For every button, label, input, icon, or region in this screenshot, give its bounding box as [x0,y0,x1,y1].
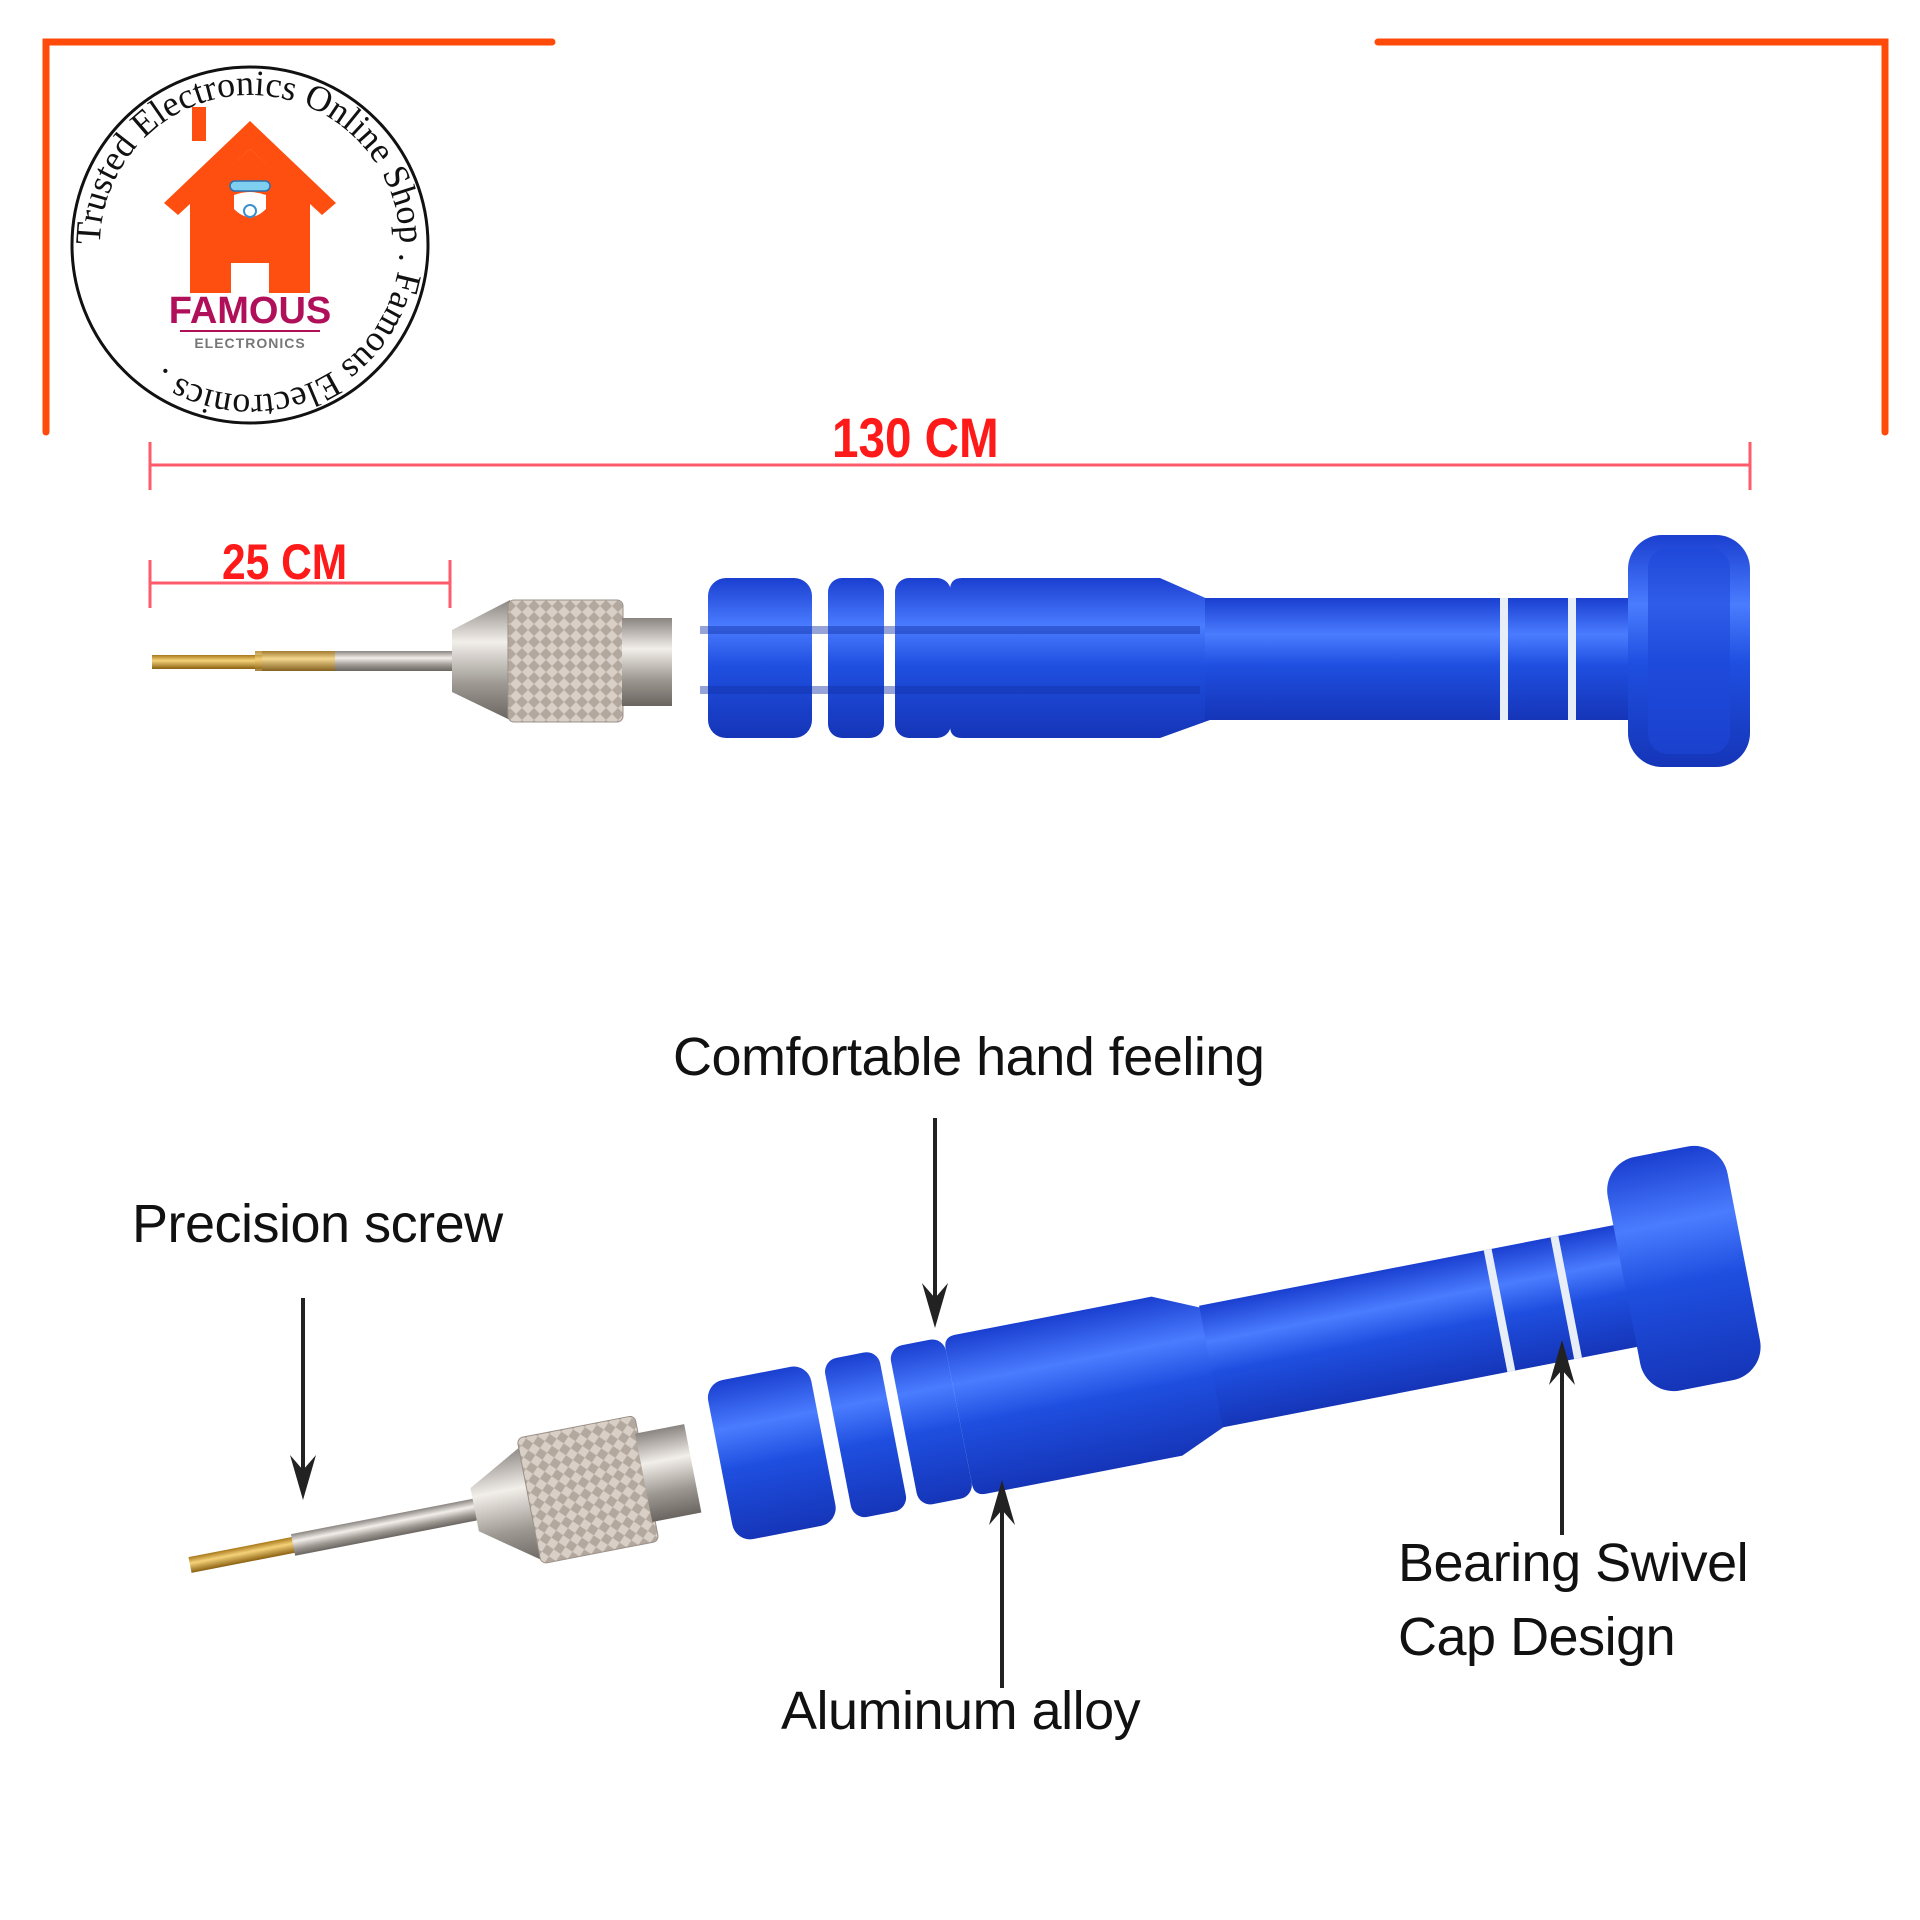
callout-comfortable-hand-feeling: Comfortable hand feeling [673,1027,1265,1087]
callout-bearing-line2: Cap Design [1398,1607,1676,1667]
callout-aluminum-alloy: Aluminum alloy [781,1681,1141,1741]
total-length-label: 130 CM [832,406,999,469]
house-icon [164,107,336,293]
tip-length-label: 25 CM [222,534,348,590]
store-logo: Trusted Electronics Online Shop . Famous… [68,63,432,427]
logo-sub-brand: ELECTRONICS [194,335,305,351]
callout-bearing-line1: Bearing Swivel [1398,1533,1749,1593]
callout-precision-screw: Precision screw [132,1194,503,1254]
logo-brand: FAMOUS [169,290,332,332]
